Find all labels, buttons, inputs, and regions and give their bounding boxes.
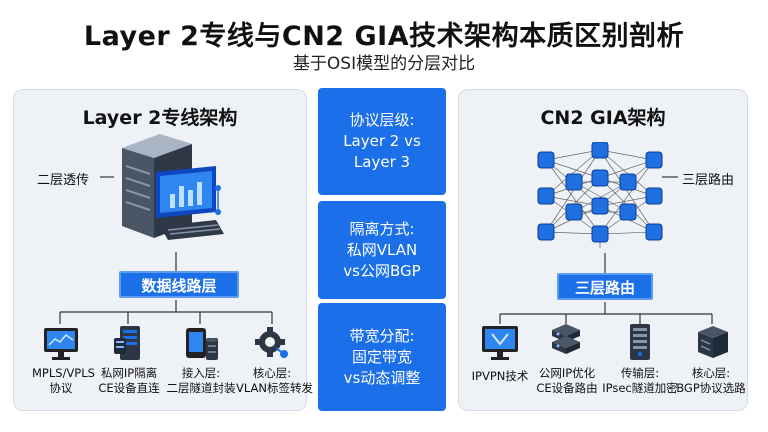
cn2-panel-title: CN2 GIA架构 [540,107,666,129]
server-monitor-icon [122,134,224,240]
item-line: BGP协议选路 [676,381,746,395]
network-device-icon [114,326,140,360]
comparison-bandwidth: 带宽分配: 固定带宽 vs动态调整 [318,303,446,411]
layer2-side-label: 二层透传 [37,173,90,188]
item-line: IPsec隧道加密 [602,381,678,395]
public-ip-label: 公网IP优化 CE设备路由 [534,366,600,396]
item-line: IPVPN技术 [471,369,529,383]
layer3-routing-badge: 三层路由 [557,273,653,300]
comparison-line: vs动态调整 [343,368,421,387]
item-line: MPLS/VPLS [32,366,95,380]
item-line: 核心层: [691,366,731,380]
gear-network-icon [255,327,288,358]
page-title: Layer 2专线与CN2 GIA技术架构本质区别剖析 [83,21,685,52]
comparison-protocol-layer: 协议层级: Layer 2 vs Layer 3 [318,88,446,195]
comparison-line: Layer 2 vs [343,132,421,150]
private-ip-label: 私网IP隔离 CE设备直连 [98,366,160,396]
comparison-line: 协议层级: [349,111,415,129]
comparison-line: 带宽分配: [349,326,415,345]
item-line: 协议 [49,381,73,395]
tablet-server-icon [186,328,218,360]
ipvpn-label: IPVPN技术 [468,369,532,384]
item-line: 传输层: [620,366,660,380]
monitor-chart-icon [44,328,78,360]
layer2-panel-title: Layer 2专线架构 [82,107,238,129]
data-link-layer-badge: 数据线路层 [119,271,239,298]
item-line: 核心层: [252,366,292,380]
comparison-line: vs公网BGP [343,261,421,280]
page-subtitle: 基于OSI模型的分层对比 [292,54,476,74]
item-line: 二层隧道封装 [166,381,236,395]
item-line: 私网IP隔离 [100,366,158,380]
comparison-isolation: 隔离方式: 私网VLAN vs公网BGP [318,201,446,299]
item-line: 接入层: [181,366,221,380]
core-server-icon [698,326,728,358]
vpn-monitor-icon [482,326,518,360]
item-line: CE设备路由 [536,381,598,395]
transport-layer-label: 传输层: IPsec隧道加密 [602,366,678,396]
mpls-label: MPLS/VPLS 协议 [32,366,95,396]
mesh-network-icon [537,142,663,248]
core-bgp-label: 核心层: BGP协议选路 [676,366,746,396]
cn2-side-label: 三层路由 [682,173,735,188]
comparison-line: 固定带宽 [351,347,412,366]
comparison-line: Layer 3 [353,153,411,171]
server-tower-icon [630,324,650,360]
comparison-line: 隔离方式: [349,219,415,238]
core-layer-label: 核心层: VLAN标签转发 [236,366,314,396]
item-line: 公网IP优化 [538,366,596,380]
item-line: VLAN标签转发 [236,381,314,395]
router-stack-icon [552,324,580,354]
item-line: CE设备直连 [98,381,160,395]
access-layer-label: 接入层: 二层隧道封装 [166,366,236,396]
comparison-line: 私网VLAN [346,240,418,259]
